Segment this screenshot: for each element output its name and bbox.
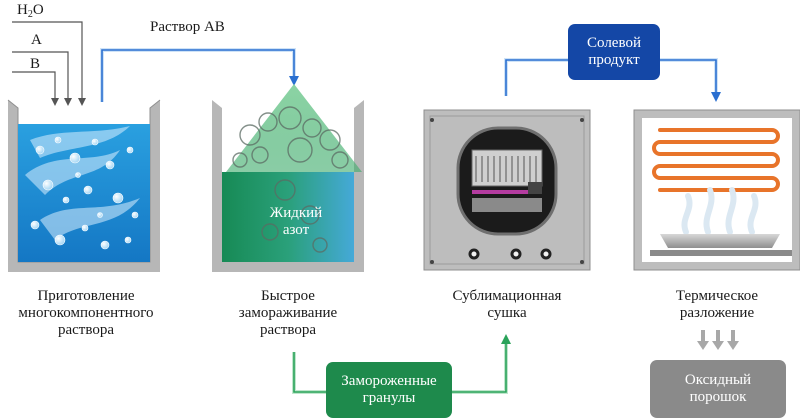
input-arrowheads — [51, 98, 86, 106]
heating-coil — [652, 128, 780, 192]
frozen-cloud — [232, 106, 349, 253]
powder-arrows — [697, 330, 739, 350]
oxide-powder-box: Оксидный порошок — [650, 360, 786, 418]
furnace — [633, 109, 800, 271]
freezing-vessel — [212, 84, 364, 272]
input-b-label: B — [30, 56, 41, 72]
crucible-plate — [660, 234, 780, 248]
stage-caption-mixing: Приготовление многокомпонентного раствор… — [18, 288, 154, 338]
frozen-granules-box: Замороженные гранулы — [326, 362, 452, 418]
input-water-label: H2O — [17, 2, 44, 20]
stage-caption-freezing: Быстрое замораживание раствора — [238, 288, 338, 338]
input-a-label: A — [31, 32, 42, 48]
salt-product-box: Солевой продукт — [568, 24, 660, 80]
freeze-dryer — [423, 109, 591, 271]
dryer-knobs — [468, 248, 552, 260]
bubbles — [30, 136, 139, 250]
liquid-nitrogen-label: Жидкий азот — [269, 205, 323, 238]
mixing-vessel — [7, 99, 161, 272]
heat-wisps — [681, 187, 759, 235]
stage-caption-freeze-drying: Сублимационная сушка — [452, 288, 562, 321]
stage-caption-thermal: Термическое разложение — [675, 288, 759, 321]
solution-ab-label: Раствор АВ — [150, 19, 225, 35]
input-lines — [12, 21, 83, 100]
solution-pipe — [100, 48, 299, 102]
